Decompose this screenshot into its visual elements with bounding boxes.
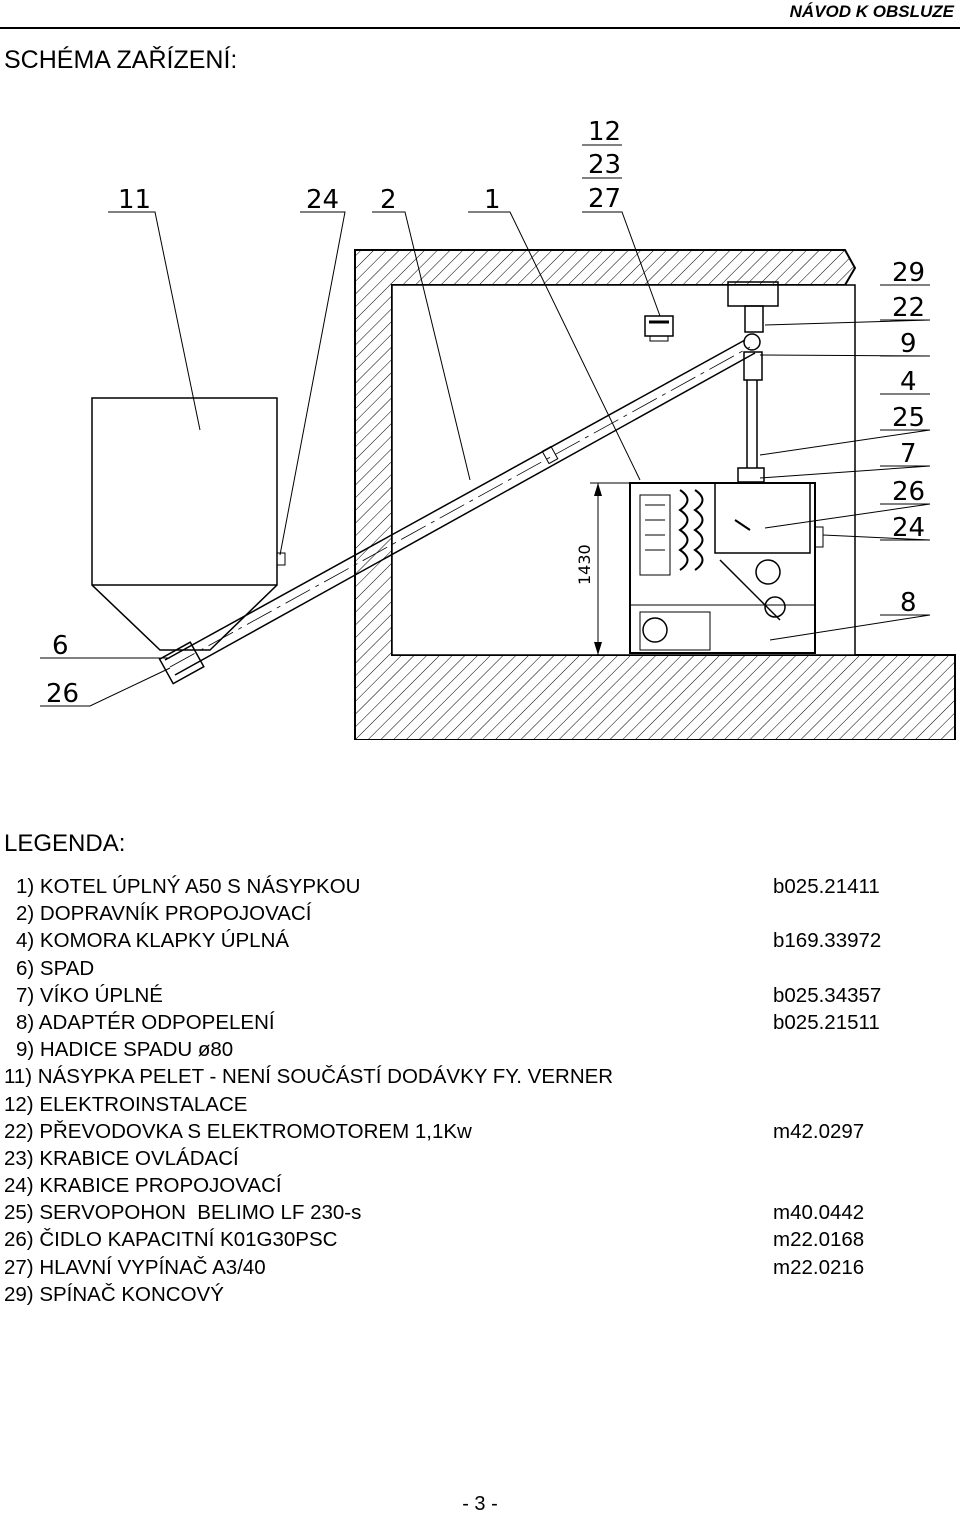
control-box [644,315,674,342]
callout-top-11: 11 [118,185,151,215]
legend-row: 23) KRABICE OVLÁDACÍ [4,1145,934,1172]
legend-label: 26) ČIDLO KAPACITNÍ K01G30PSC [4,1228,338,1252]
legend-label: 27) HLAVNÍ VYPÍNAČ A3/40 [4,1255,266,1279]
callout-right-7: 7 [900,439,917,469]
callout-right-26: 26 [892,477,925,507]
legend-code: m22.0168 [773,1228,865,1252]
device-schematic: 1430 11 24 2 1 12 23 27 29 22 9 4 25 [40,117,956,740]
legend-code: b025.34357 [773,983,882,1007]
callout-right-8: 8 [900,588,917,618]
height-dimension: 1430 [575,482,630,655]
legend-row: 9) HADICE SPADU ø80 [4,1036,934,1063]
section-title: SCHÉMA ZAŘÍZENÍ: [4,46,238,74]
callout-top-1: 1 [484,185,501,215]
legend-row: 7) VÍKO ÚPLNÉ b025.34357 [4,982,934,1009]
legend-label: 23) KRABICE OVLÁDACÍ [4,1146,239,1170]
callout-top-12: 12 [588,117,621,147]
callout-top-27: 27 [588,184,621,214]
legend-row: 26) ČIDLO KAPACITNÍ K01G30PSC m22.0168 [4,1226,934,1253]
legend-code: b169.33972 [773,929,882,953]
legend-code: m22.0216 [773,1255,865,1279]
callout-right-29: 29 [892,258,925,288]
boiler [629,482,824,654]
legend-row: 27) HLAVNÍ VYPÍNAČ A3/40 m22.0216 [4,1254,934,1281]
legend-row: 12) ELEKTROINSTALACE [4,1091,934,1118]
legend-row: 22) PŘEVODOVKA S ELEKTROMOTOREM 1,1Kw m4… [4,1118,934,1145]
dimension-label: 1430 [575,544,594,585]
page-number: - 3 - [462,1493,498,1515]
legend-label: 4) KOMORA KLAPKY ÚPLNÁ [16,929,290,953]
legend-code: m42.0297 [773,1119,865,1143]
legend-label: 29) SPÍNAČ KONCOVÝ [4,1282,224,1306]
legend-label: 7) VÍKO ÚPLNÉ [16,983,163,1007]
legend-list: 1) KOTEL ÚPLNÝ A50 S NÁSYPKOU b025.21411… [4,873,934,1308]
callout-right-25: 25 [892,403,925,433]
legend-label: 6) SPAD [16,956,95,980]
callout-top-24: 24 [306,185,339,215]
callout-right-4: 4 [900,367,917,397]
legend-label: 24) KRABICE PROPOJOVACÍ [4,1174,282,1198]
legend-code: b025.21511 [773,1010,880,1034]
legend-row: 4) KOMORA KLAPKY ÚPLNÁ b169.33972 [4,927,934,954]
legend-label: 25) SERVOPOHON BELIMO LF 230-s [4,1201,362,1225]
legend-label: 8) ADAPTÉR ODPOPELENÍ [16,1010,275,1034]
conveyor [158,339,756,685]
callout-top-2: 2 [380,185,397,215]
legend-row: 6) SPAD [4,955,934,982]
callout-left-26: 26 [46,679,79,709]
callout-right-24: 24 [892,513,925,543]
legend-label: 11) NÁSYPKA PELET - NENÍ SOUČÁSTÍ DODÁVK… [4,1065,614,1089]
legend-row: 25) SERVOPOHON BELIMO LF 230-s m40.0442 [4,1199,934,1226]
callout-right-9: 9 [900,329,917,359]
legend-row: 11) NÁSYPKA PELET - NENÍ SOUČÁSTÍ DODÁVK… [4,1063,934,1090]
legend-row: 2) DOPRAVNÍK PROPOJOVACÍ [4,900,934,927]
legend-code: m40.0442 [773,1201,865,1225]
legend-label: 1) KOTEL ÚPLNÝ A50 S NÁSYPKOU [16,875,361,898]
pellet-hopper [91,397,286,651]
callout-right-22: 22 [892,293,925,323]
callout-labels: 11 24 2 1 12 23 27 29 22 9 4 25 7 26 24 … [46,117,925,709]
legend-label: 12) ELEKTROINSTALACE [4,1092,248,1116]
legend-label: 22) PŘEVODOVKA S ELEKTROMOTOREM 1,1Kw [4,1119,472,1143]
legend-code: b025.21411 [773,875,880,898]
legend-label: 2) DOPRAVNÍK PROPOJOVACÍ [16,902,312,926]
legend-label: 9) HADICE SPADU ø80 [16,1038,234,1062]
leader-lines [40,144,931,707]
legend-row: 29) SPÍNAČ KONCOVÝ [4,1281,934,1308]
header-rule [0,27,960,29]
callout-top-23: 23 [588,150,621,180]
header-title: NÁVOD K OBSLUZE [789,2,954,21]
legend-row: 24) KRABICE PROPOJOVACÍ [4,1172,934,1199]
legend-row: 8) ADAPTÉR ODPOPELENÍ b025.21511 [4,1009,934,1036]
legend-title: LEGENDA: [4,830,126,857]
room-walls [354,249,956,740]
callout-left-6: 6 [52,631,69,661]
legend-row: 1) KOTEL ÚPLNÝ A50 S NÁSYPKOU b025.21411 [4,873,934,900]
drive-unit [727,281,779,483]
